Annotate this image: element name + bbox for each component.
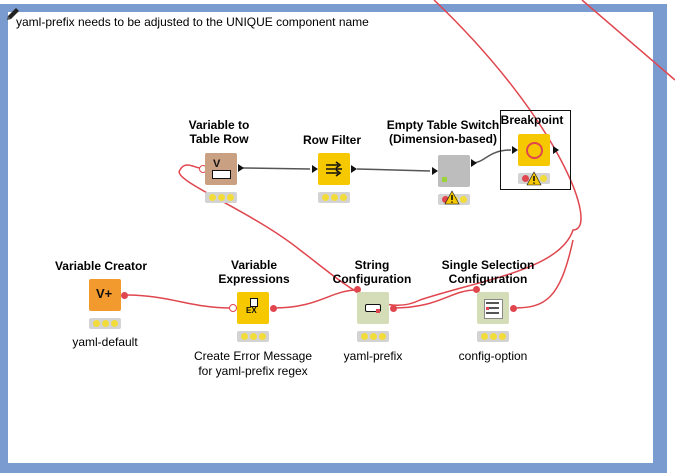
flow-wire-expressions-to-string-config — [272, 289, 359, 309]
node-label[interactable]: yaml-prefix — [343, 349, 403, 363]
input-port[interactable] — [312, 165, 318, 173]
workflow-annotation[interactable] — [0, 4, 667, 473]
flow-wire-single-selection-out — [512, 239, 574, 309]
table-row-glyph — [212, 170, 231, 179]
variable-expressions-icon[interactable]: EX — [237, 292, 269, 324]
annotation-body — [8, 12, 653, 463]
status-indicator — [357, 331, 389, 342]
string-configuration-icon[interactable] — [357, 292, 389, 324]
node-title: Row Filter — [302, 133, 361, 147]
selection-frame — [500, 110, 571, 190]
flow-variable-output-port[interactable] — [270, 305, 277, 312]
status-indicator — [89, 318, 121, 329]
status-indicator — [477, 331, 509, 342]
node-label[interactable]: Create Error Message for yaml-prefix reg… — [193, 349, 313, 378]
row-filter-icon[interactable] — [318, 153, 350, 185]
flow-variable-input-port[interactable] — [473, 286, 480, 293]
flow-wire-offscreen — [581, 0, 675, 81]
warning-icon — [526, 171, 542, 186]
node-title: Variable to Table Row — [188, 118, 250, 146]
node-label[interactable]: config-option — [458, 349, 528, 363]
output-port[interactable] — [238, 164, 244, 172]
node-title: String Configuration — [332, 258, 412, 286]
single-selection-configuration-icon[interactable] — [477, 292, 509, 324]
status-indicator — [205, 192, 237, 203]
annotation-text: yaml-prefix needs to be adjusted to the … — [16, 15, 369, 29]
node-title: Single Selection Configuration — [441, 258, 535, 286]
variable-creator-icon[interactable]: V+ — [89, 279, 121, 311]
flow-variable-input-port[interactable] — [354, 286, 361, 293]
input-port[interactable] — [512, 146, 518, 154]
output-port[interactable] — [471, 159, 477, 167]
flow-wire-breakpoint-to-variable-to-table-row — [178, 0, 582, 306]
flow-variable-output-port[interactable] — [390, 305, 397, 312]
status-indicator — [318, 192, 350, 203]
variable-to-table-row-icon[interactable]: V — [205, 153, 237, 185]
output-port[interactable] — [351, 165, 357, 173]
input-port[interactable] — [432, 167, 438, 175]
node-title: Variable Creator — [54, 259, 148, 273]
output-port[interactable] — [553, 146, 559, 154]
node-label[interactable]: yaml-default — [72, 335, 138, 349]
empty-table-switch-icon[interactable] — [438, 155, 470, 187]
flow-variable-output-port[interactable] — [510, 305, 517, 312]
status-indicator — [237, 331, 269, 342]
flow-wire-string-config-to-single-selection — [392, 289, 477, 309]
node-title: Empty Table Switch (Dimension-based) — [386, 118, 500, 146]
data-wire-v2tr-to-rowfilter — [242, 167, 311, 170]
pencil-icon[interactable] — [5, 6, 21, 22]
breakpoint-icon[interactable] — [518, 134, 550, 166]
flow-variable-input-port[interactable] — [229, 304, 237, 312]
warning-icon — [444, 190, 460, 205]
flow-wire-creator-to-expressions — [124, 294, 232, 309]
data-wire-rowfilter-to-switch — [356, 168, 431, 172]
node-title: Variable Expressions — [218, 258, 290, 286]
node-title: Breakpoint — [500, 113, 564, 127]
flow-variable-output-port[interactable] — [121, 292, 128, 299]
